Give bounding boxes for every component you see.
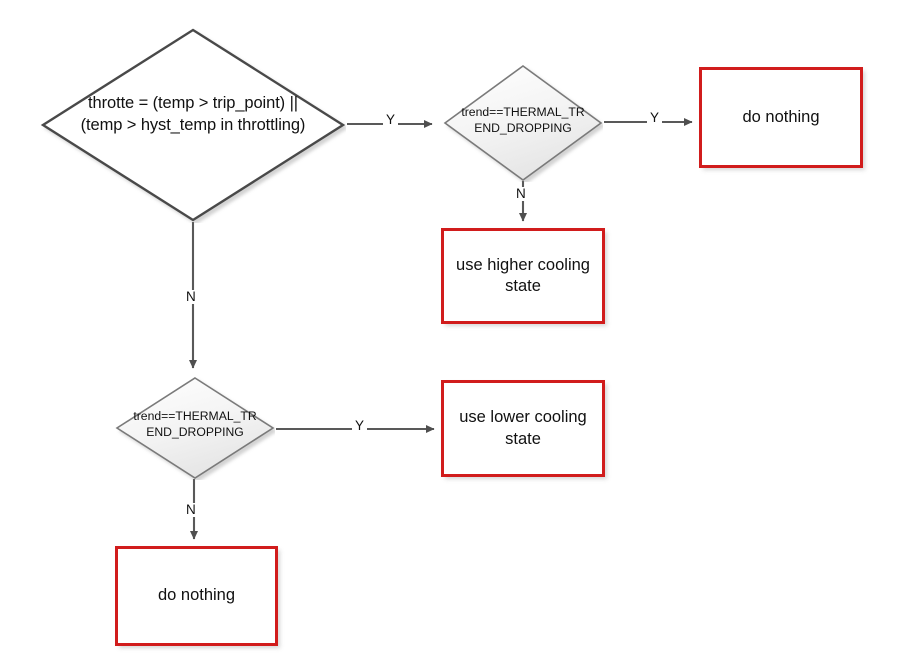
edge-label-trend-bottom-yes: Y xyxy=(352,419,368,433)
edge-label-root-no: N xyxy=(183,290,199,304)
process-use-higher-cooling-state-label: use higher cooling state xyxy=(456,255,590,295)
process-do-nothing-top-label: do nothing xyxy=(742,107,820,126)
edge-label-root-yes: Y xyxy=(383,113,399,127)
edge-label-trend-bottom-no: N xyxy=(183,503,199,517)
process-use-lower-cooling-state-label: use lower cooling state xyxy=(459,408,587,448)
diamond-shape xyxy=(115,377,275,479)
diamond-shape xyxy=(443,65,603,181)
process-use-lower-cooling-state[interactable]: use lower cooling state xyxy=(441,380,605,477)
process-do-nothing-bottom-label: do nothing xyxy=(157,586,236,605)
decision-throttle-condition[interactable]: throtte = (temp > trip_point) || (temp >… xyxy=(40,27,346,223)
process-do-nothing-bottom[interactable]: do nothing xyxy=(115,546,278,646)
edge-label-trend-top-no: N xyxy=(513,187,529,201)
process-do-nothing-top[interactable]: do nothing xyxy=(699,67,863,168)
process-use-higher-cooling-state[interactable]: use higher cooling state xyxy=(441,228,605,324)
decision-trend-dropping-bottom[interactable]: trend==THERMAL_TR END_DROPPING xyxy=(115,376,275,480)
decision-trend-dropping-top[interactable]: trend==THERMAL_TR END_DROPPING xyxy=(443,64,603,182)
edge-label-trend-top-yes: Y xyxy=(647,111,663,125)
diamond-shape xyxy=(40,28,346,222)
